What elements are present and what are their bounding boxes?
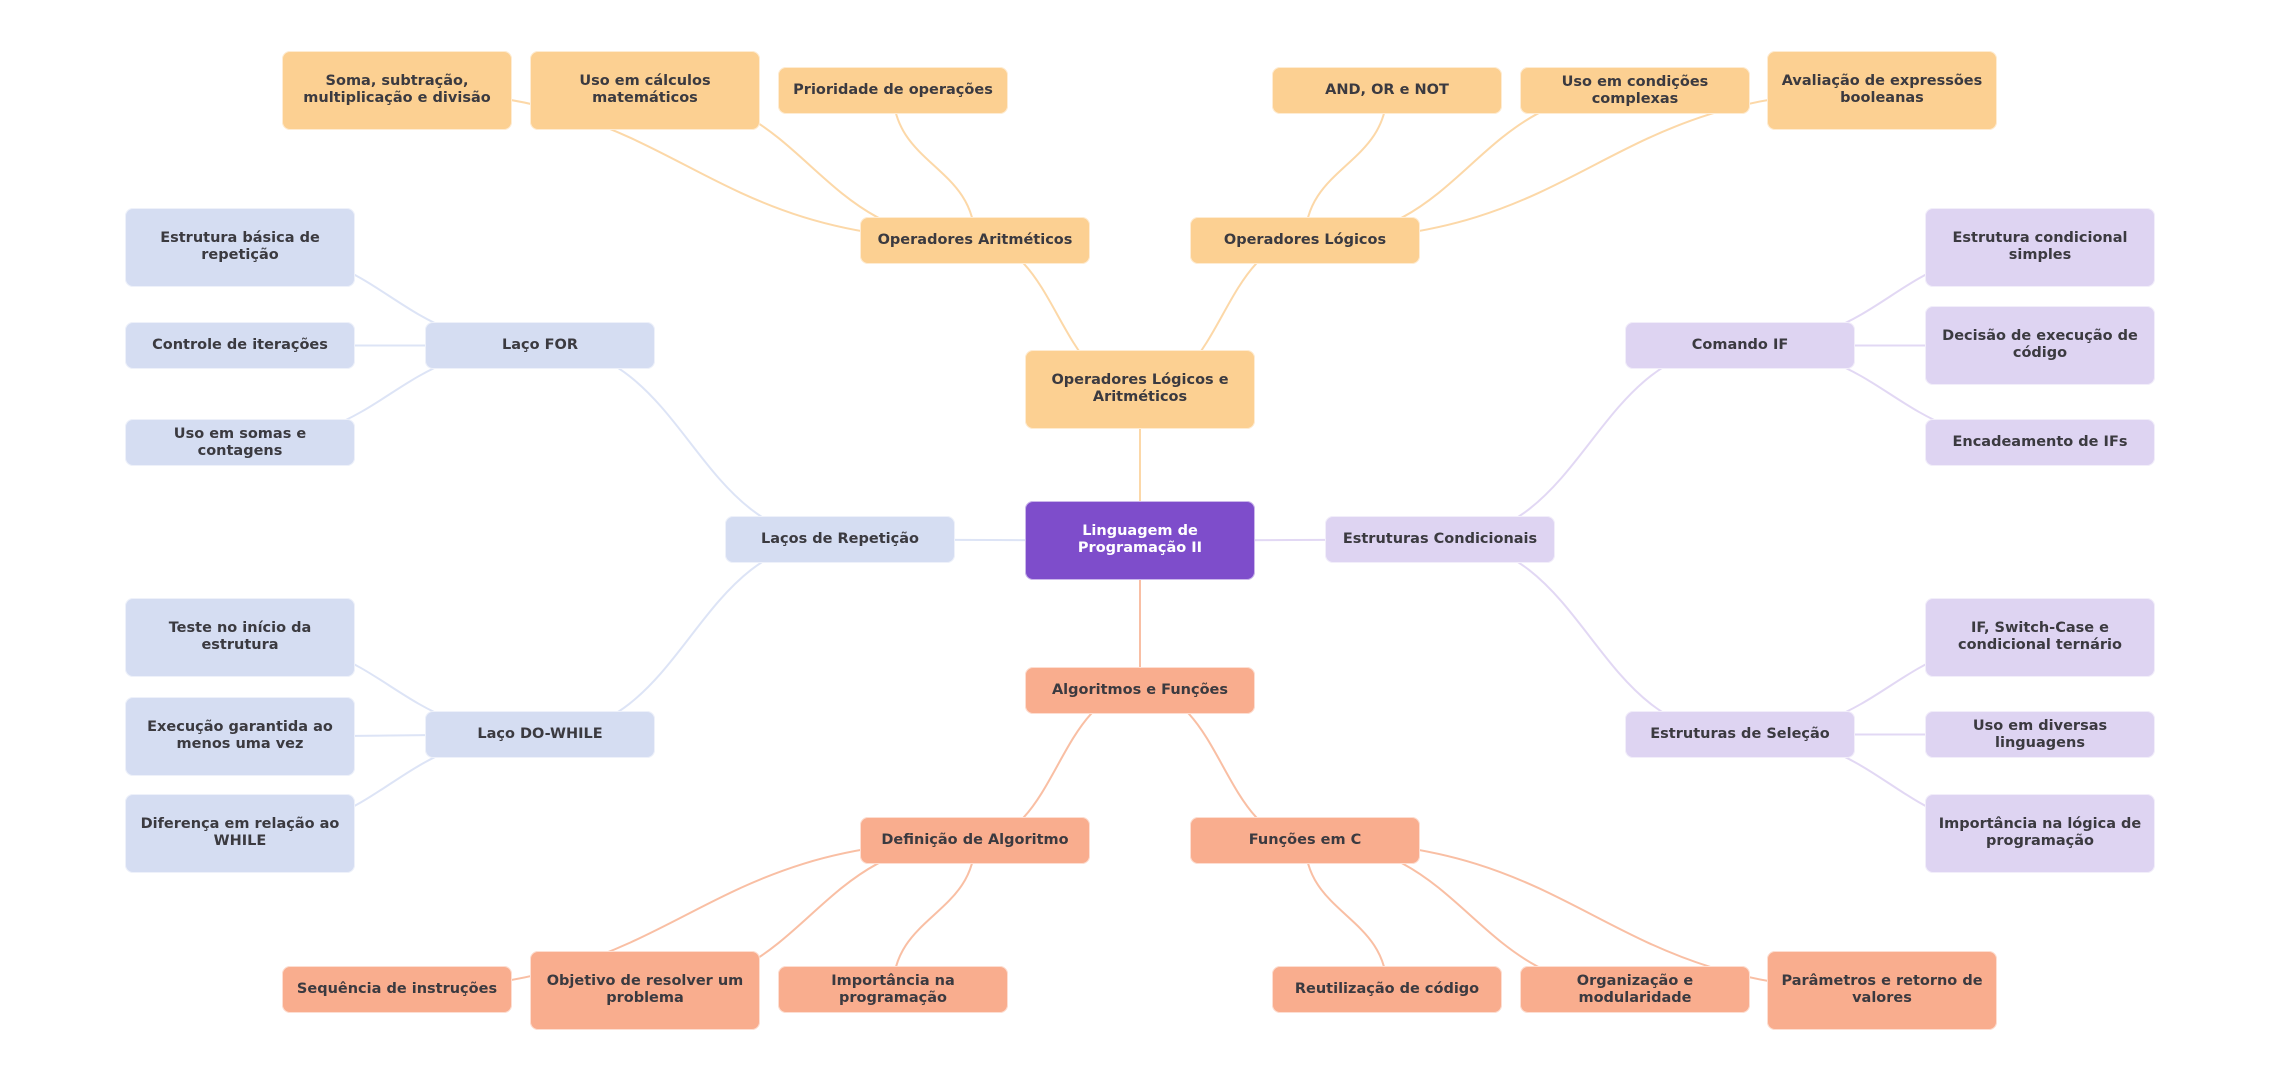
- node-label: Execução garantida ao menos uma vez: [147, 719, 333, 752]
- leaf-avaliacao-booleanas[interactable]: Avaliação de expressões booleanas: [1767, 51, 1997, 130]
- leaf-importancia-programacao[interactable]: Importância na programação: [778, 966, 1008, 1013]
- node-label: Decisão de execução de código: [1942, 328, 2138, 361]
- node-label: Laço FOR: [501, 337, 579, 353]
- leaf-prioridade-operacoes[interactable]: Prioridade de operações: [778, 67, 1008, 114]
- node-label: IF, Switch-Case e condicional ternário: [1958, 620, 2122, 653]
- node-label: Encadeamento de IFs: [1952, 434, 2128, 450]
- leaf-somas-contagens[interactable]: Uso em somas e contagens: [125, 419, 355, 466]
- node-label: Controle de iterações: [152, 337, 328, 353]
- leaf-parametros-retorno[interactable]: Parâmetros e retorno de valores: [1767, 951, 1997, 1030]
- node-funcoes-em-c[interactable]: Funções em C: [1190, 817, 1420, 864]
- node-laco-for[interactable]: Laço FOR: [425, 322, 655, 369]
- node-label: Avaliação de expressões booleanas: [1781, 73, 1983, 106]
- node-estruturas-condicionais[interactable]: Estruturas Condicionais: [1325, 516, 1555, 563]
- node-label: Estruturas de Seleção: [1650, 726, 1830, 742]
- node-label: Estrutura básica de repetição: [160, 230, 320, 263]
- leaf-reutilizacao-codigo[interactable]: Reutilização de código: [1272, 966, 1502, 1013]
- leaf-condicional-simples[interactable]: Estrutura condicional simples: [1925, 208, 2155, 287]
- leaf-teste-inicio[interactable]: Teste no início da estrutura: [125, 598, 355, 677]
- node-label: Uso em diversas linguagens: [1972, 717, 2108, 751]
- node-label: Funções em C: [1248, 832, 1362, 848]
- leaf-uso-condicoes[interactable]: Uso em condições complexas: [1520, 67, 1750, 114]
- leaf-execucao-garantida[interactable]: Execução garantida ao menos uma vez: [125, 697, 355, 776]
- leaf-organizacao-modularidade[interactable]: Organização e modularidade: [1520, 966, 1750, 1013]
- node-operadores-aritmeticos[interactable]: Operadores Aritméticos: [860, 217, 1090, 264]
- node-label: Teste no início da estrutura: [168, 620, 312, 653]
- node-label: Organização e modularidade: [1576, 972, 1694, 1006]
- leaf-decisao-execucao[interactable]: Decisão de execução de código: [1925, 306, 2155, 385]
- node-estruturas-selecao[interactable]: Estruturas de Seleção: [1625, 711, 1855, 758]
- connector-line: [892, 840, 976, 990]
- connector-line: [892, 90, 976, 241]
- node-label: Sequência de instruções: [296, 981, 498, 997]
- node-lacos-repeticao[interactable]: Laços de Repetição: [725, 516, 955, 563]
- node-label: Prioridade de operações: [793, 82, 993, 98]
- leaf-importancia-logica[interactable]: Importância na lógica de programação: [1925, 794, 2155, 873]
- node-label: Laço DO-WHILE: [477, 726, 603, 742]
- node-label: Uso em somas e contagens: [173, 425, 307, 459]
- node-label: Uso em condições complexas: [1561, 73, 1709, 107]
- root-node[interactable]: Linguagem de Programação II: [1025, 501, 1255, 580]
- connector-line: [539, 344, 841, 541]
- connector-line: [1439, 344, 1741, 541]
- node-label: Uso em cálculos matemáticos: [579, 73, 711, 106]
- node-label: Diferença em relação ao WHILE: [140, 816, 340, 849]
- root-label: Linguagem de Programação II: [1077, 523, 1203, 556]
- node-label: Operadores Lógicos e Aritméticos: [1051, 372, 1229, 405]
- node-label: Laços de Repetição: [761, 531, 919, 547]
- node-label: Reutilização de código: [1294, 981, 1480, 997]
- node-algoritmos-funcoes[interactable]: Algoritmos e Funções: [1025, 667, 1255, 714]
- node-label: Comando IF: [1691, 337, 1789, 353]
- leaf-estrutura-basica[interactable]: Estrutura básica de repetição: [125, 208, 355, 287]
- node-operadores-logicos-aritmeticos[interactable]: Operadores Lógicos e Aritméticos: [1025, 350, 1255, 429]
- leaf-encadeamento-ifs[interactable]: Encadeamento de IFs: [1925, 419, 2155, 466]
- node-operadores-logicos[interactable]: Operadores Lógicos: [1190, 217, 1420, 264]
- node-label: Operadores Lógicos: [1223, 232, 1387, 248]
- connector-line: [1304, 840, 1388, 990]
- node-label: Estrutura condicional simples: [1952, 230, 2128, 263]
- node-label: Operadores Aritméticos: [877, 232, 1073, 248]
- node-definicao-algoritmo[interactable]: Definição de Algoritmo: [860, 817, 1090, 864]
- node-label: Algoritmos e Funções: [1051, 682, 1229, 698]
- leaf-and-or-not[interactable]: AND, OR e NOT: [1272, 67, 1502, 114]
- node-laco-do-while[interactable]: Laço DO-WHILE: [425, 711, 655, 758]
- node-label: Importância na lógica de programação: [1938, 816, 2142, 849]
- node-comando-if[interactable]: Comando IF: [1625, 322, 1855, 369]
- leaf-uso-calculos[interactable]: Uso em cálculos matemáticos: [530, 51, 760, 130]
- node-label: Definição de Algoritmo: [881, 832, 1069, 848]
- leaf-sequencia-instrucoes[interactable]: Sequência de instruções: [282, 966, 512, 1013]
- node-label: Parâmetros e retorno de valores: [1781, 973, 1983, 1006]
- leaf-controle-iteracoes[interactable]: Controle de iterações: [125, 322, 355, 369]
- node-label: Importância na programação: [831, 972, 955, 1006]
- node-label: Estruturas Condicionais: [1342, 531, 1538, 547]
- node-label: AND, OR e NOT: [1325, 82, 1449, 98]
- connector-line: [539, 538, 841, 736]
- leaf-diferenca-while[interactable]: Diferença em relação ao WHILE: [125, 794, 355, 873]
- leaf-objetivo-resolver[interactable]: Objetivo de resolver um problema: [530, 951, 760, 1030]
- node-label: Soma, subtração, multiplicação e divisão: [303, 73, 491, 106]
- node-label: Objetivo de resolver um problema: [546, 973, 744, 1006]
- connector-line: [1304, 90, 1388, 241]
- leaf-soma-subtracao[interactable]: Soma, subtração, multiplicação e divisão: [282, 51, 512, 130]
- leaf-if-switch-ternario[interactable]: IF, Switch-Case e condicional ternário: [1925, 598, 2155, 677]
- connector-line: [1439, 538, 1741, 736]
- leaf-diversas-linguagens[interactable]: Uso em diversas linguagens: [1925, 711, 2155, 758]
